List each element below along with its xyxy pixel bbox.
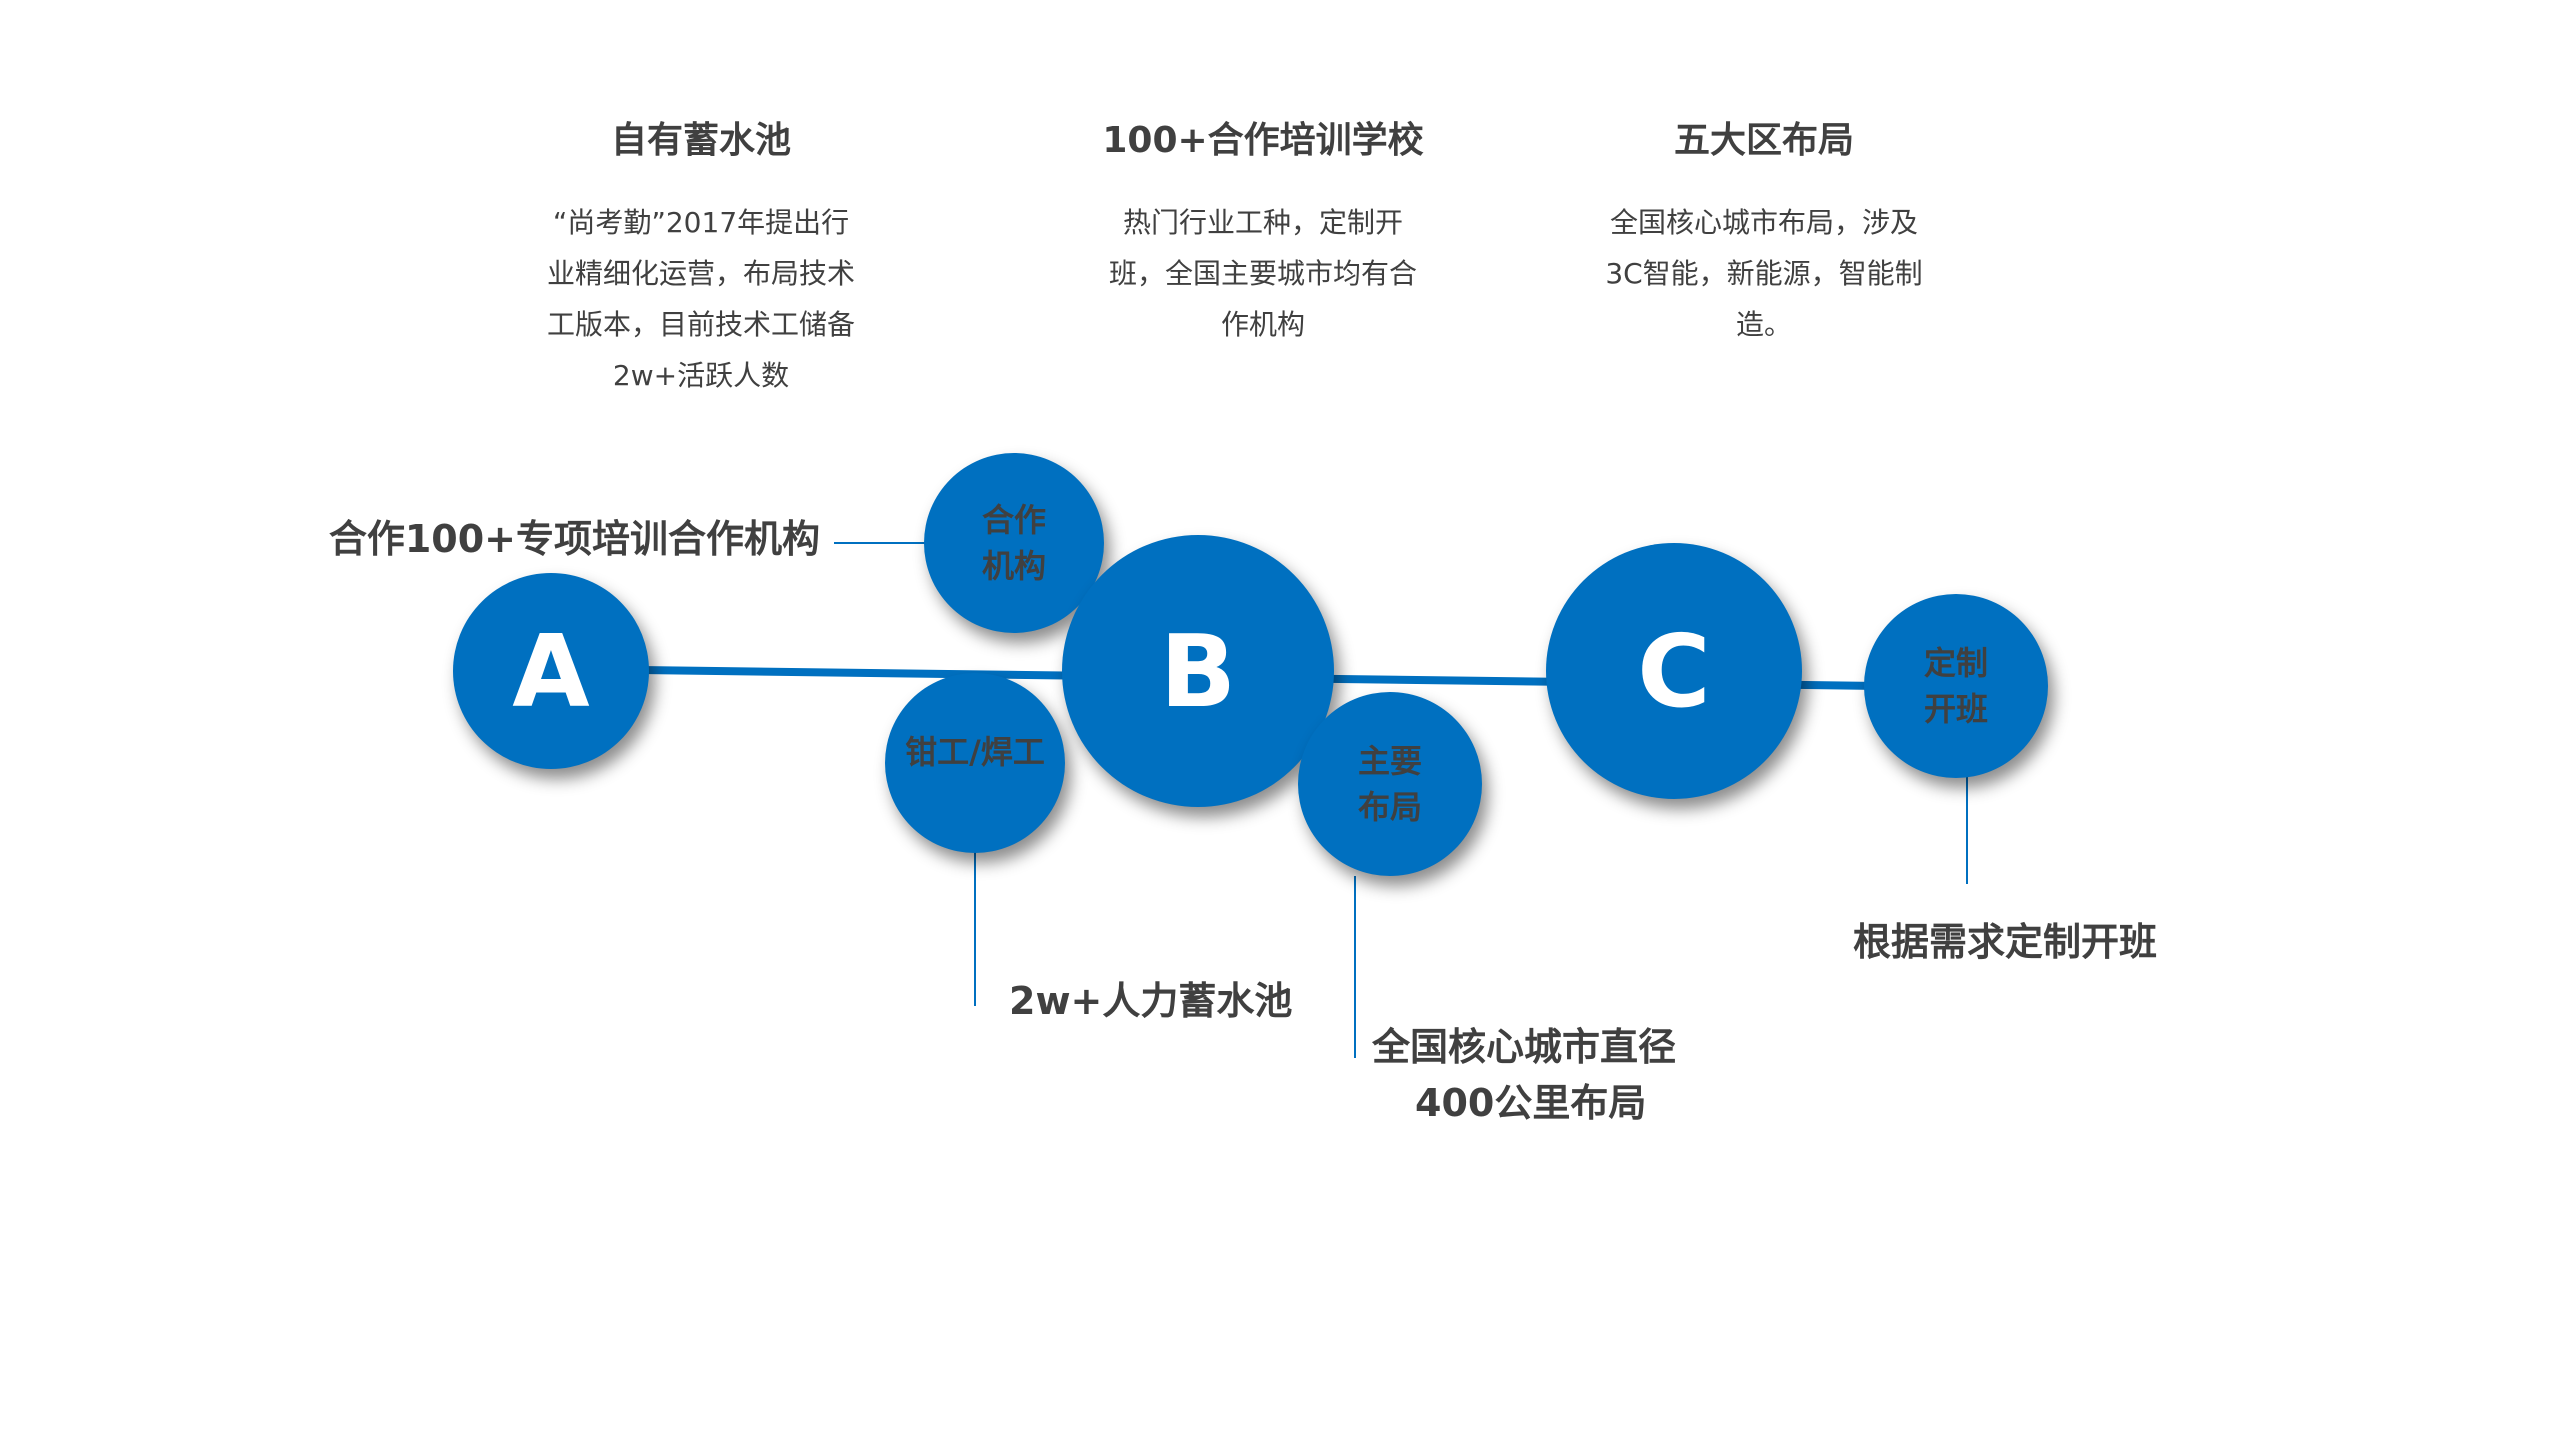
column-title: 五大区布局 <box>1673 120 1854 161</box>
node-label: 定制 开班 <box>1923 644 1988 728</box>
label-partner: 合作100+专项培训合作机构 <box>328 517 820 561</box>
node-label: C <box>1637 612 1711 730</box>
node-custom: 定制 开班 <box>1864 594 2048 778</box>
node-label: B <box>1159 612 1237 730</box>
connector-custom <box>1966 776 1968 884</box>
column-regions: 五大区布局 全国核心城市布局，涉及3C智能，新能源，智能制造。 <box>1554 111 1974 350</box>
node-fitter: 钳工/焊工 <box>885 673 1065 853</box>
label-layout-2: 400公里布局 <box>1415 1081 1647 1125</box>
node-label: 钳工/焊工 <box>905 733 1045 771</box>
column-body: “尚考勤”2017年提出行业精细化运营，布局技术工版本，目前技术工储备2w+活跃… <box>546 206 855 392</box>
column-body: 热门行业工种，定制开班，全国主要城市均有合作机构 <box>1108 206 1417 341</box>
node-b: B <box>1062 535 1334 807</box>
node-label: A <box>512 612 590 730</box>
node-layout: 主要 布局 <box>1298 692 1482 876</box>
column-schools: 100+合作培训学校 热门行业工种，定制开班，全国主要城市均有合作机构 <box>1053 111 1473 350</box>
node-label: 合作 机构 <box>981 501 1046 585</box>
node-partner: 合作 机构 <box>924 453 1104 633</box>
label-layout-1: 全国核心城市直径 <box>1372 1025 1677 1069</box>
column-body: 全国核心城市布局，涉及3C智能，新能源，智能制造。 <box>1605 206 1923 341</box>
connector-partner <box>834 542 926 544</box>
connector-layout <box>1354 876 1356 1058</box>
connector-fitter <box>974 850 976 1006</box>
node-label: 主要 布局 <box>1357 742 1422 826</box>
column-title: 100+合作培训学校 <box>1102 120 1424 161</box>
label-fitter: 2w+人力蓄水池 <box>1009 979 1293 1023</box>
node-c: C <box>1546 543 1802 799</box>
column-reservoir: 自有蓄水池 “尚考勤”2017年提出行业精细化运营，布局技术工版本，目前技术工储… <box>491 111 911 401</box>
label-custom: 根据需求定制开班 <box>1853 920 2158 964</box>
node-a: A <box>453 573 649 769</box>
column-title: 自有蓄水池 <box>610 120 791 161</box>
